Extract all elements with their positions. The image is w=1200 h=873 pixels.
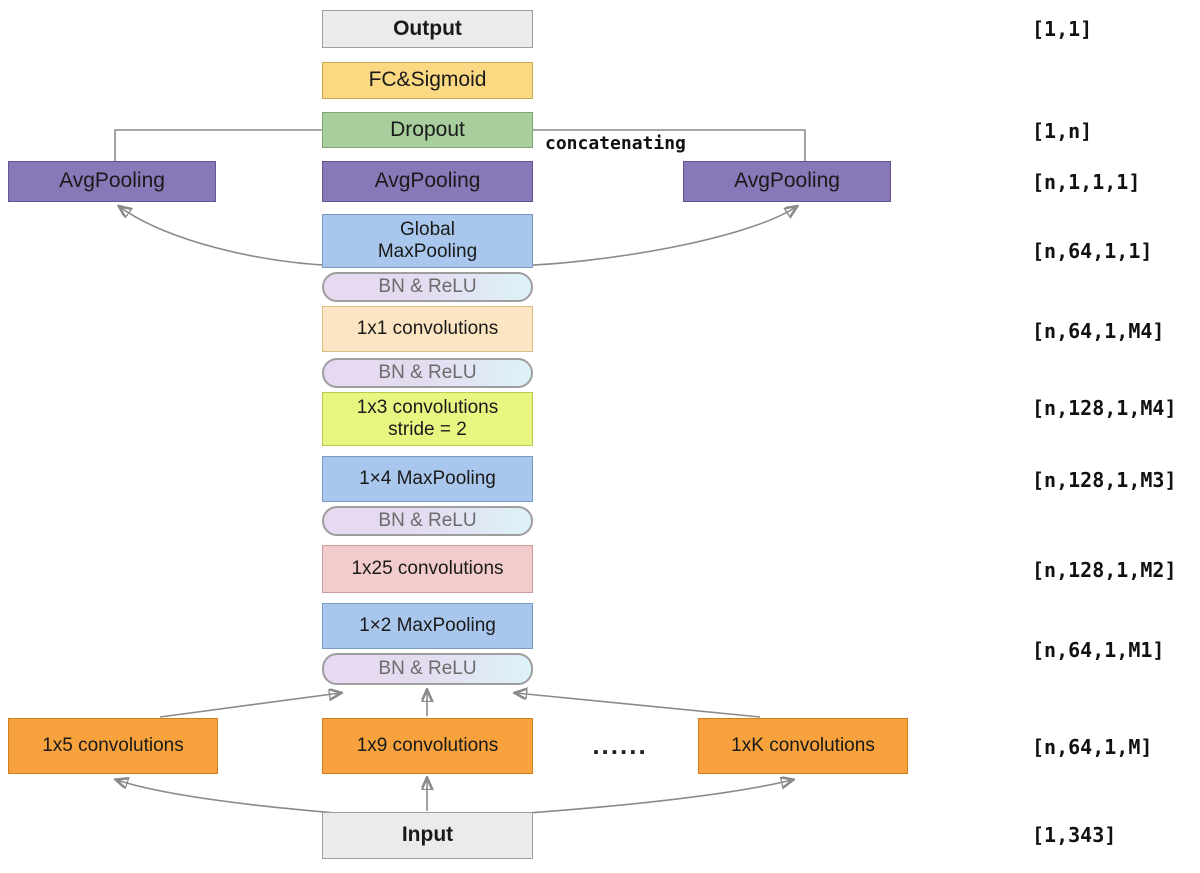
block-bn-relu-3-label: BN & ReLU (378, 510, 477, 532)
shape-annotation-maxpool-1x4: [n,128,1,M3] (1032, 468, 1177, 492)
block-output-label: Output (393, 16, 462, 40)
block-fc-sigmoid: FC&Sigmoid (322, 62, 533, 99)
shape-annotation-dropout: [1,n] (1032, 119, 1093, 143)
block-bn-relu-2-label: BN & ReLU (378, 362, 477, 384)
shape-annotation-avgpooling: [n,1,1,1] (1032, 170, 1141, 194)
block-maxpooling-1x4: 1×4 MaxPooling (322, 456, 533, 502)
block-maxpooling-1x2: 1×2 MaxPooling (322, 603, 533, 649)
block-output: Output (322, 10, 533, 48)
concat-line-left (114, 129, 322, 161)
shape-annotation-global-maxpool: [n,64,1,1] (1032, 239, 1153, 263)
block-global-maxpooling: Global MaxPooling (322, 214, 533, 268)
shape-annotation-conv-1x1: [n,64,1,M4] (1032, 319, 1165, 343)
arrow-gmp-to-right-avgpool (509, 207, 796, 267)
block-bn-relu-4-label: BN & ReLU (378, 658, 477, 680)
arrow-gmp-to-left-avgpool (120, 207, 346, 267)
block-global-maxpooling-line2: MaxPooling (377, 241, 478, 262)
block-bn-relu-3: BN & ReLU (322, 506, 533, 536)
block-input: Input (322, 812, 533, 859)
arrow-conv1xk-to-bnrelu (516, 693, 761, 718)
shape-annotation-maxpool-1x2: [n,64,1,M1] (1032, 638, 1165, 662)
block-input-label: Input (401, 823, 454, 847)
shape-annotation-conv-branches: [n,64,1,M] (1032, 735, 1153, 759)
block-maxpooling-1x2-label: 1×2 MaxPooling (359, 615, 496, 637)
ellipsis-between-branches: ...... (592, 730, 648, 760)
block-dropout-label: Dropout (390, 117, 465, 141)
concatenating-label: concatenating (545, 133, 686, 154)
block-conv-1x25: 1x25 convolutions (322, 545, 533, 593)
shape-annotation-input: [1,343] (1032, 823, 1117, 847)
block-conv-1x3: 1x3 convolutions stride = 2 (322, 392, 533, 446)
shape-annotation-output: [1,1] (1032, 17, 1093, 41)
block-conv-1x3-line2: stride = 2 (388, 419, 467, 440)
block-bn-relu-2: BN & ReLU (322, 358, 533, 388)
block-avgpooling-center: AvgPooling (322, 161, 533, 202)
block-conv-1x5-label: 1x5 convolutions (42, 735, 184, 757)
block-avgpooling-left: AvgPooling (8, 161, 216, 202)
block-avgpooling-left-label: AvgPooling (59, 169, 165, 193)
block-global-maxpooling-line1: Global (400, 219, 455, 241)
block-conv-1x1: 1x1 convolutions (322, 306, 533, 352)
block-avgpooling-center-label: AvgPooling (374, 169, 481, 193)
block-bn-relu-1-label: BN & ReLU (378, 276, 477, 298)
block-conv-1x9-label: 1x9 convolutions (356, 735, 499, 757)
block-conv-1x25-label: 1x25 convolutions (351, 558, 504, 580)
block-bn-relu-1: BN & ReLU (322, 272, 533, 302)
shape-annotation-conv-1x25: [n,128,1,M2] (1032, 558, 1177, 582)
block-conv-1xk-label: 1xK convolutions (731, 735, 875, 757)
shape-annotation-conv-1x3: [n,128,1,M4] (1032, 396, 1177, 420)
block-conv-1x3-line1: 1x3 convolutions (356, 397, 499, 419)
block-conv-1x9: 1x9 convolutions (322, 718, 533, 774)
block-conv-1x1-label: 1x1 convolutions (356, 318, 499, 340)
block-avgpooling-right-label: AvgPooling (734, 169, 840, 193)
block-fc-sigmoid-label: FC&Sigmoid (368, 68, 487, 92)
block-conv-1xk: 1xK convolutions (698, 718, 908, 774)
block-bn-relu-4: BN & ReLU (322, 653, 533, 685)
block-maxpooling-1x4-label: 1×4 MaxPooling (359, 468, 496, 490)
block-conv-1x5: 1x5 convolutions (8, 718, 218, 774)
arrow-conv1x5-to-bnrelu (159, 693, 340, 718)
block-avgpooling-right: AvgPooling (683, 161, 891, 202)
block-dropout: Dropout (322, 112, 533, 148)
